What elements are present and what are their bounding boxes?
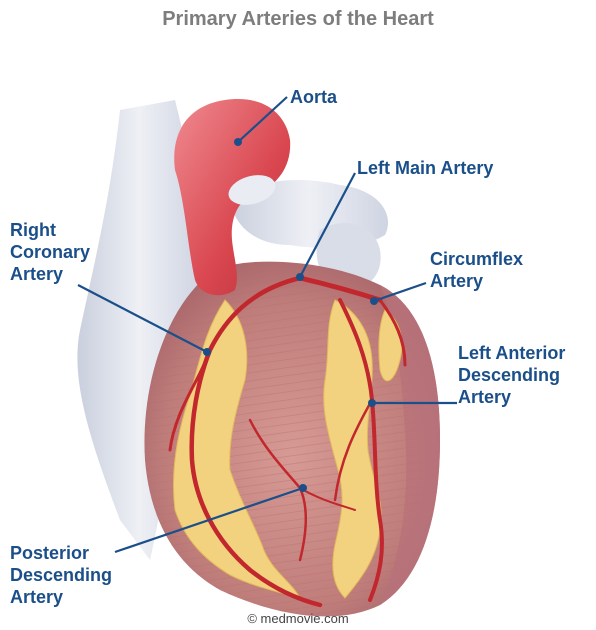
label-left-anterior-descending-artery: Left Anterior Descending Artery — [458, 342, 565, 408]
label-right-coronary-line2: Coronary — [10, 241, 90, 263]
label-posterior-line2: Descending — [10, 564, 112, 586]
label-lad-line1: Left Anterior — [458, 342, 565, 364]
label-lad-line3: Artery — [458, 386, 565, 408]
copyright-credit: © medmovie.com — [0, 611, 596, 626]
label-posterior-line1: Posterior — [10, 542, 112, 564]
label-circumflex-artery: Circumflex Artery — [430, 248, 523, 292]
label-left-main-artery: Left Main Artery — [357, 157, 493, 179]
label-aorta-line: Aorta — [290, 86, 337, 108]
label-right-coronary-line1: Right — [10, 219, 90, 241]
label-right-coronary-artery: Right Coronary Artery — [10, 219, 90, 285]
label-left-main-line: Left Main Artery — [357, 157, 493, 179]
label-lad-line2: Descending — [458, 364, 565, 386]
label-posterior-descending-artery: Posterior Descending Artery — [10, 542, 112, 608]
label-circumflex-line2: Artery — [430, 270, 523, 292]
label-circumflex-line1: Circumflex — [430, 248, 523, 270]
label-posterior-line3: Artery — [10, 586, 112, 608]
label-right-coronary-line3: Artery — [10, 263, 90, 285]
label-aorta: Aorta — [290, 86, 337, 108]
diagram-title: Primary Arteries of the Heart — [0, 8, 596, 31]
